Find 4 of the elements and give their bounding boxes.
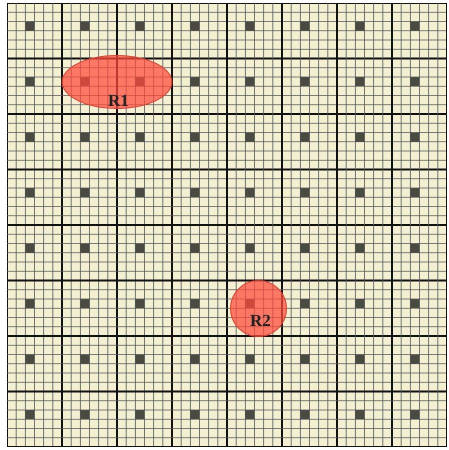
region-label: R1: [108, 91, 129, 111]
region-label: R2: [250, 311, 271, 331]
highlight-ellipse: [230, 280, 287, 337]
highlight-ellipse: [61, 55, 173, 109]
